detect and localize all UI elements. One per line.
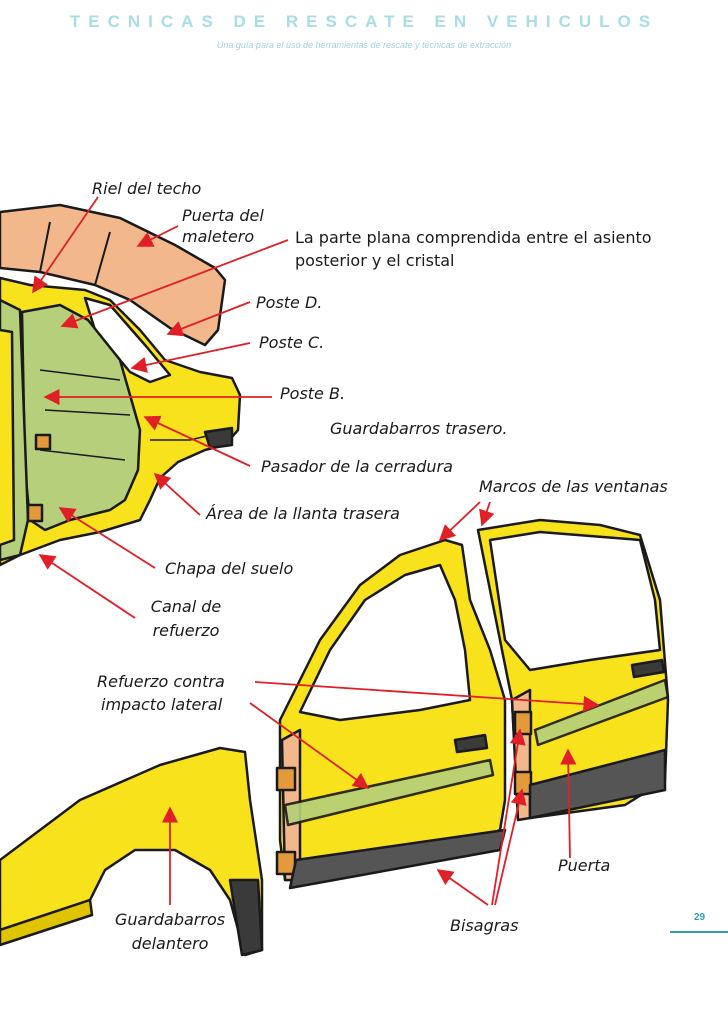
label-area-llanta-trasera: Área de la llanta trasera <box>206 504 400 523</box>
arrow-poste-c <box>130 342 251 373</box>
document-header-subtitle: Una guía para el uso de herramientas de … <box>216 40 512 50</box>
arrow-chapa-suelo <box>58 507 156 569</box>
arrow-area-llanta <box>153 472 201 516</box>
arrow-refuerzo-1 <box>254 681 600 713</box>
document-header-title: TECNICAS DE RESCATE EN VEHICULOS <box>69 12 659 31</box>
arrow-bisagras-1 <box>491 728 526 906</box>
rear-door <box>476 518 670 822</box>
label-guardabarros-trasero: Guardabarros trasero. <box>330 419 508 438</box>
label-refuerzo-impacto-line2: impacto lateral <box>101 695 223 714</box>
label-riel-techo: Riel del techo <box>92 179 202 198</box>
arrow-marcos-1 <box>438 501 481 542</box>
label-poste-d: Poste D. <box>256 293 323 312</box>
label-refuerzo-impacto-line1: Refuerzo contra <box>97 672 225 691</box>
arrow-puerta <box>560 748 577 859</box>
label-parte-plana-line1: La parte plana comprendida entre el asie… <box>295 228 652 247</box>
arrow-refuerzo-2 <box>249 702 370 789</box>
arrow-canal-refuerzo <box>38 554 136 619</box>
page-number-rule <box>670 931 728 933</box>
arrow-parte-plana <box>60 239 289 329</box>
front-door <box>275 538 507 890</box>
front-door-impact-bar <box>283 758 495 827</box>
label-poste-c: Poste C. <box>259 333 325 352</box>
rear-door-impact-bar <box>533 678 670 747</box>
label-poste-b: Poste B. <box>280 384 346 403</box>
pointer-arrows <box>32 196 600 906</box>
arrow-riel-techo <box>32 196 99 294</box>
front-fender <box>0 746 264 957</box>
label-guardabarros-delantero-line1: Guardabarros <box>114 910 226 929</box>
arrow-puerta-maletero <box>136 225 179 247</box>
label-marcos-ventanas: Marcos de las ventanas <box>479 477 668 496</box>
label-guardabarros-delantero-line2: delantero <box>131 934 209 953</box>
arrow-marcos-2 <box>479 501 495 527</box>
car-body-shell <box>0 203 242 567</box>
arrow-bisagras-2 <box>494 788 527 906</box>
label-parte-plana-line2: posterior y el cristal <box>295 251 455 270</box>
label-puerta-maletero-line2: maletero <box>182 227 255 246</box>
label-puerta-maletero-line1: Puerta del <box>182 206 264 225</box>
arrow-poste-d <box>166 301 251 337</box>
label-canal-refuerzo-line2: refuerzo <box>152 621 220 640</box>
trunk-lid <box>0 203 227 347</box>
label-canal-refuerzo-line1: Canal de <box>150 597 222 616</box>
label-bisagras: Bisagras <box>450 916 519 935</box>
arrow-pasador <box>143 415 251 467</box>
label-puerta: Puerta <box>558 856 611 875</box>
page-number: 29 <box>694 912 706 923</box>
label-pasador-cerradura: Pasador de la cerradura <box>261 457 453 476</box>
label-chapa-suelo: Chapa del suelo <box>165 559 294 578</box>
arrow-bisagras-3 <box>436 869 489 906</box>
